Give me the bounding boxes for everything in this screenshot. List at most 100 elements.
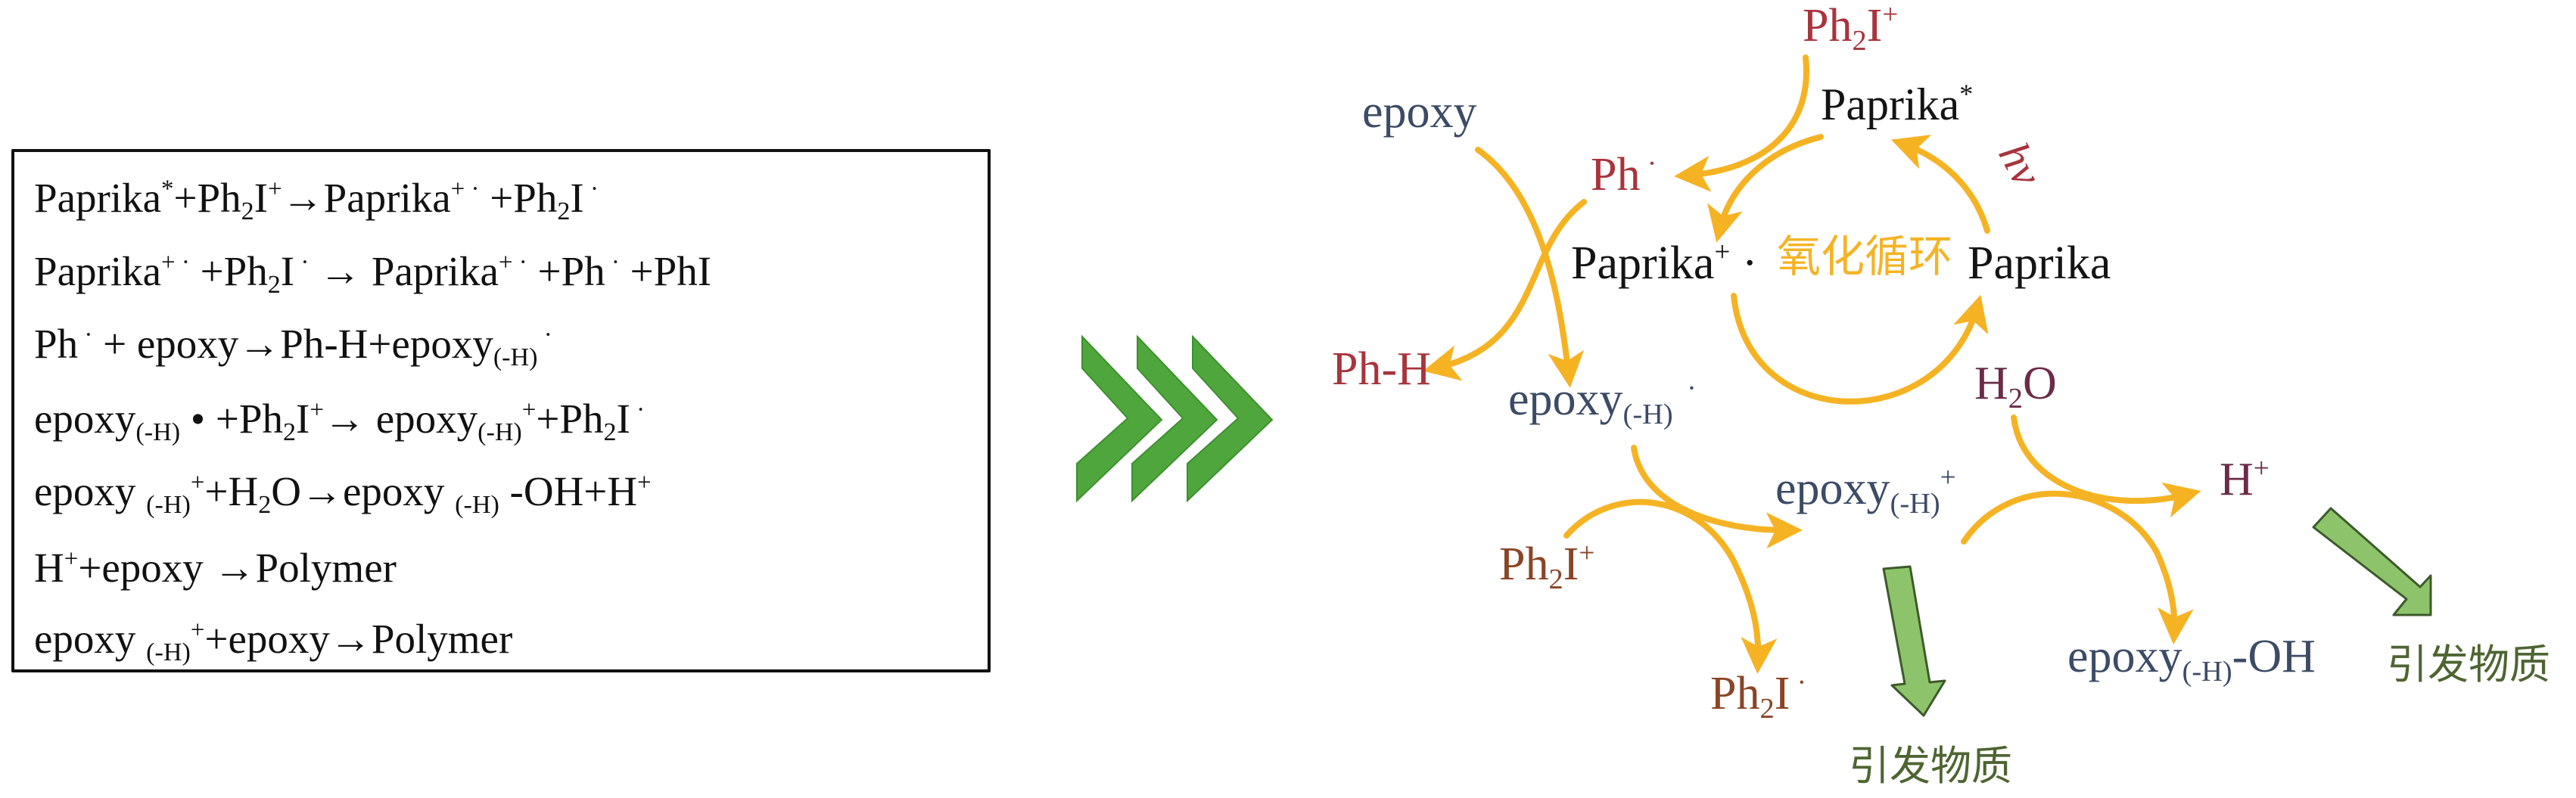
label-ph2i-cation: Ph2I+ (1499, 537, 1595, 594)
superscript: * (161, 175, 174, 203)
subscript: 2 (241, 197, 254, 226)
text-segment: H (1974, 358, 2008, 409)
oxidation-cycle-label: 氧化循环 (1777, 231, 1953, 282)
superscript: + (1940, 461, 1956, 493)
superscript: + · (161, 248, 190, 276)
subscript: 2 (1759, 692, 1775, 725)
subscript: (-H) (146, 638, 191, 667)
text-segment: I (254, 175, 268, 221)
superscript: · (537, 321, 552, 349)
equation-line: Paprika+ · +Ph2I · → Paprika+ · +Ph · +P… (34, 248, 712, 298)
label-epoxy-h-cation: epoxy(-H)+ (1775, 461, 1956, 518)
arc-cycle-bottom (1731, 293, 1989, 405)
arc-epoxy-radical-to-cation (1631, 445, 1803, 549)
superscript: + (268, 175, 282, 203)
label-epoxy: epoxy (1362, 88, 1477, 135)
text-segment: +epoxy→Polymer (204, 616, 513, 662)
superscript: + (1579, 537, 1595, 569)
subscript: 2 (282, 418, 296, 447)
arc-cycle-top (1890, 135, 1990, 234)
superscript: · (1640, 147, 1657, 179)
subscript: 2 (603, 418, 617, 447)
text-segment: H (2220, 454, 2254, 505)
arc-cation-to-epoxy-oh (1961, 490, 2194, 644)
text-segment: I (1866, 0, 1883, 51)
superscript: + · (450, 175, 480, 203)
text-segment: • +Ph (180, 396, 283, 442)
text-segment: +H (204, 468, 259, 514)
subscript: (-H) (493, 343, 538, 372)
subscript: (-H) (1622, 398, 1673, 430)
superscript: + (64, 545, 79, 573)
subscript: 2 (2008, 382, 2023, 415)
equation-line: epoxy (-H)++epoxy→Polymer (34, 616, 513, 666)
text-segment: I (570, 175, 584, 221)
initiator-arrow-down-icon (1882, 565, 1946, 717)
text-segment: +epoxy →Polymer (78, 545, 397, 591)
initiator-label-right: 引发物质 (2387, 641, 2550, 688)
text-segment: +Ph (479, 175, 558, 221)
superscript: + (521, 396, 537, 424)
superscript: · (605, 248, 620, 276)
equation-line: H++epoxy →Polymer (34, 545, 397, 591)
label-epoxy-h-oh: epoxy(-H)-OH (2067, 631, 2316, 686)
text-segment: Paprika (34, 248, 162, 294)
label-epoxy-h-radical: epoxy(-H) · (1508, 374, 1697, 429)
text-segment: I (296, 396, 310, 442)
equation-line: epoxy(-H) • +Ph2I+→ epoxy(-H)++Ph2I · (34, 396, 645, 446)
text-segment: epoxy (1775, 463, 1890, 514)
text-segment: +Ph (189, 248, 268, 294)
text-segment: +PhI (619, 248, 712, 294)
arc-ph2i-to-phenyl (1674, 54, 1809, 192)
text-segment: Ph (1803, 0, 1853, 51)
text-segment: Paprika (1968, 238, 2111, 289)
text-segment: I (616, 396, 630, 442)
text-segment: Ph (1499, 539, 1549, 590)
label-paprika-excited: Paprika* (1821, 78, 1974, 127)
subscript: 2 (1852, 24, 1867, 57)
chevron-2 (1131, 334, 1218, 503)
text-segment: O→epoxy (271, 468, 456, 514)
text-segment: I (280, 248, 295, 294)
text-segment: Paprika (34, 175, 162, 221)
text-segment: I (1774, 668, 1790, 719)
arc-ph2i-to-ph2i-radical (1563, 498, 1778, 674)
label-ph2i-radical: Ph2I · (1710, 668, 1806, 723)
superscript: + (190, 616, 205, 644)
text-segment: Ph-H (1332, 343, 1431, 395)
text-segment: +Ph (527, 248, 605, 294)
subscript: (-H) (1890, 487, 1940, 520)
label-h2o: H2O (1974, 358, 2057, 413)
subscript: 2 (267, 271, 281, 300)
text-segment: epoxy (2067, 631, 2182, 682)
superscript: · (583, 175, 599, 203)
equation-line: Paprika*+Ph2I+→Paprika+ · +Ph2I · (34, 175, 599, 225)
text-segment: →Paprika (282, 175, 451, 221)
chevron-arrows-icon (1076, 334, 1274, 503)
arc-excited-to-radical-cation (1707, 134, 1824, 243)
text-segment: epoxy (34, 396, 136, 442)
text-segment: → epoxy (323, 396, 478, 442)
text-segment: epoxy (34, 616, 147, 662)
superscript: + (637, 468, 652, 496)
equation-line: Ph · + epoxy→Ph-H+epoxy(-H) · (34, 321, 552, 371)
subscript: 2 (258, 491, 272, 520)
text-segment: Ph (34, 321, 79, 367)
text-segment: epoxy (1362, 86, 1477, 138)
label-paprika: Paprika (1968, 240, 2111, 287)
chevron-3 (1187, 334, 1274, 503)
subscript: 2 (557, 197, 571, 226)
text-segment: Paprika (1571, 238, 1715, 289)
text-segment: -OH+H (499, 468, 638, 514)
superscript: * (1959, 78, 1974, 109)
text-segment: + epoxy→Ph-H+epoxy (92, 321, 493, 367)
text-segment: Ph (1710, 668, 1760, 719)
text-segment: +Ph (536, 396, 604, 442)
label-ph-h: Ph-H (1332, 346, 1431, 393)
subscript: (-H) (146, 491, 191, 520)
text-segment: → Paprika (309, 248, 499, 294)
subscript: (-H) (135, 418, 181, 447)
text-segment: O (2023, 358, 2057, 409)
